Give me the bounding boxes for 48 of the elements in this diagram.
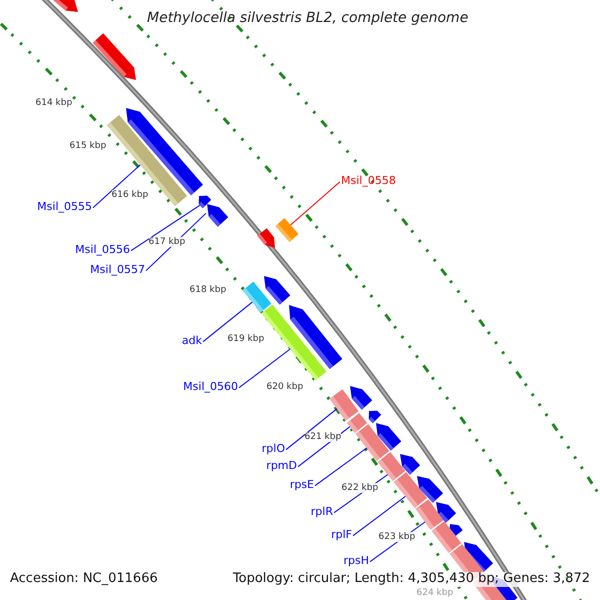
pointed-gene-block — [257, 228, 275, 248]
gene-block — [356, 424, 390, 461]
leader-line — [202, 302, 253, 342]
pointed-gene-block — [92, 33, 136, 80]
gene-block — [242, 282, 272, 312]
tick-label: 621 kbp — [304, 432, 342, 442]
gene-block — [330, 389, 358, 421]
tick-label: 623 kbp — [378, 532, 416, 542]
tick-label: 624 kbp — [416, 588, 454, 598]
gene-label: rplO — [262, 443, 285, 456]
leader-line — [238, 348, 291, 388]
tick-label: 615 kbp — [70, 140, 106, 151]
gene-block — [416, 499, 444, 530]
leader-line — [290, 181, 340, 226]
tick-label: 614 kbp — [36, 98, 72, 108]
gene-label: rplF — [331, 529, 352, 542]
pointed-gene-block — [207, 204, 228, 227]
gene-label: Msil_0560 — [183, 381, 238, 394]
pointed-gene-block — [264, 276, 290, 305]
gene-block — [432, 521, 462, 553]
gene-block — [394, 472, 428, 508]
gene-block — [276, 218, 298, 242]
gene-label: rpsE — [290, 479, 314, 492]
tick-label: 617 kbp — [148, 236, 186, 247]
gene-label: rpsH — [343, 555, 369, 568]
gene-block — [378, 452, 406, 481]
gene-label: adk — [182, 335, 202, 348]
gene-label: Msil_0556 — [75, 244, 130, 258]
leader-line — [352, 496, 406, 536]
pointed-gene-block — [368, 410, 382, 424]
gene-label: rplR — [310, 506, 333, 520]
tick-label: 622 kbp — [342, 482, 378, 493]
tick-label: 618 kbp — [190, 284, 226, 295]
gene-label: Msil_0555 — [37, 201, 92, 214]
leader-line — [92, 164, 141, 208]
title: Methylocella silvestris BL2, complete genome — [147, 10, 468, 26]
gene-label: Msil_0557 — [90, 264, 145, 278]
footer-text: Accession: NC_011666 — [10, 572, 158, 588]
pointed-gene-block — [54, 0, 78, 12]
tick-label: 616 kbp — [112, 190, 148, 200]
gene-label: Msil_0558 — [341, 175, 396, 188]
gene-label: rpmD — [266, 460, 297, 474]
tick-label: 619 kbp — [228, 334, 264, 344]
leader-line — [130, 204, 200, 252]
footer-text: Topology: circular; Length: 4,305,430 bp; Genes: 3,872 — [232, 572, 590, 588]
tick-label: 620 kbp — [266, 382, 304, 392]
leader-line — [286, 408, 338, 450]
leader-line — [314, 448, 368, 486]
